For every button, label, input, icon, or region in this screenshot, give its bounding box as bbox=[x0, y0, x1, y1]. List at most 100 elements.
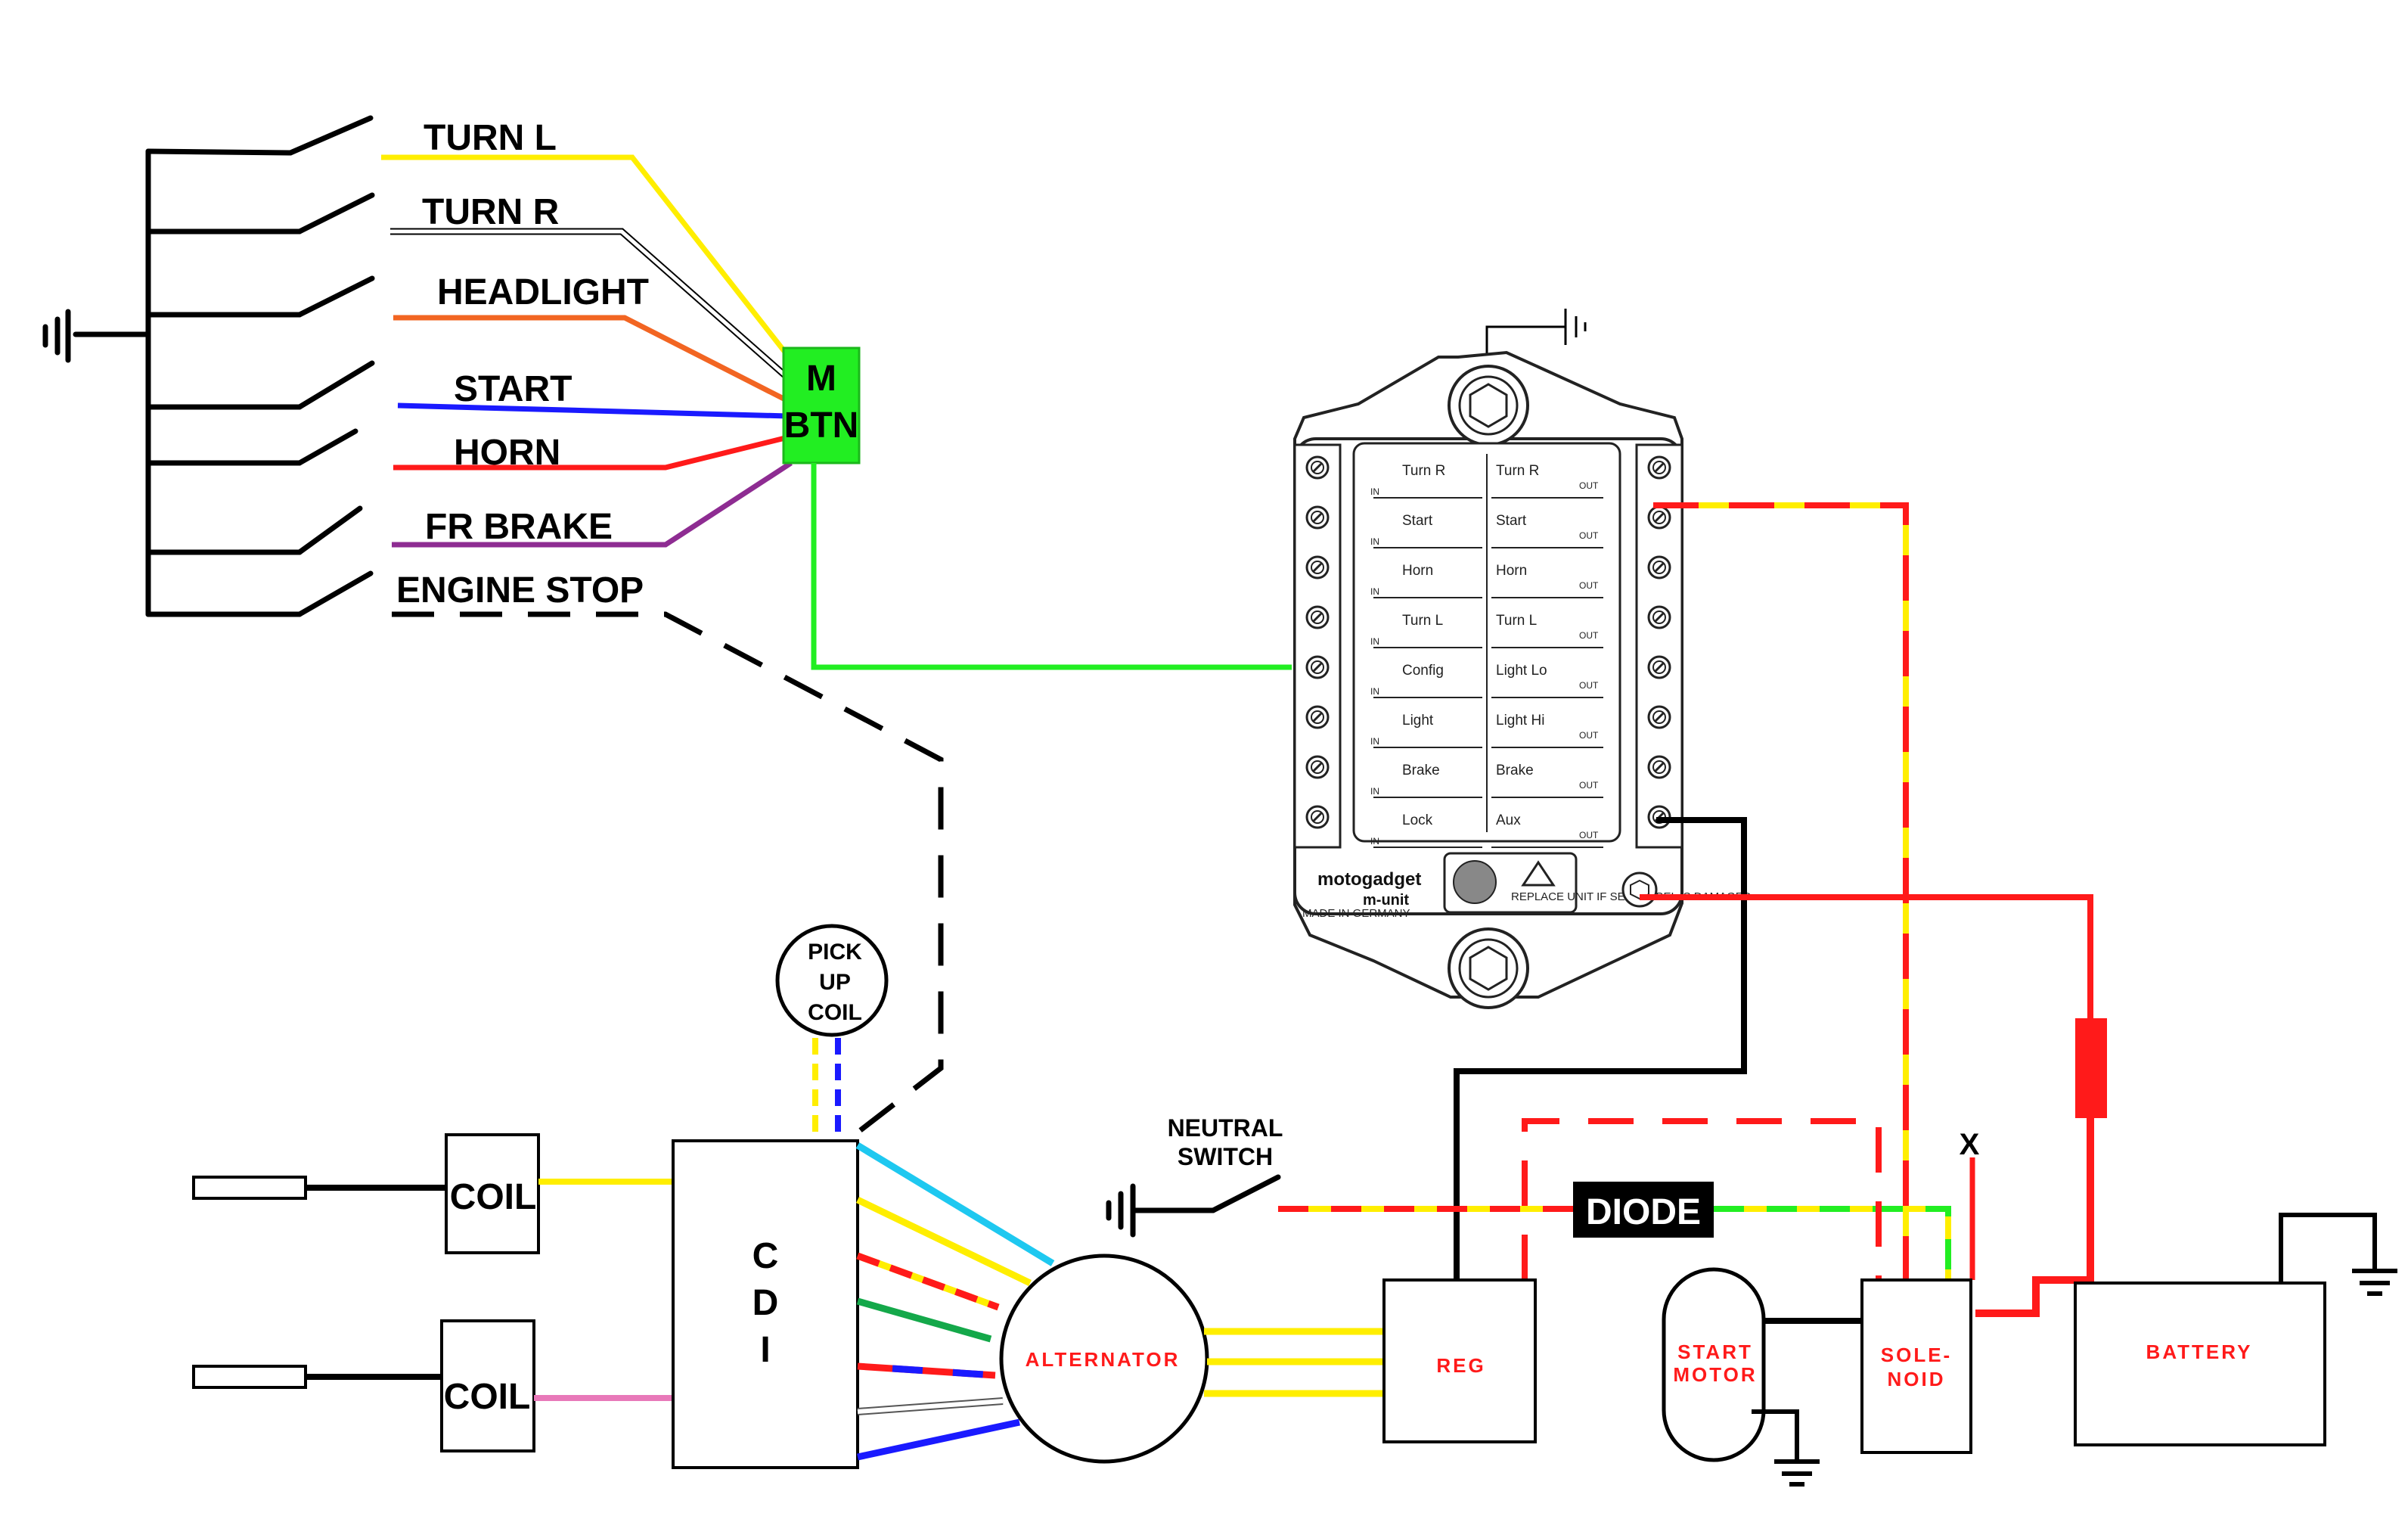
wire-diode-out-stripe bbox=[1714, 1206, 1951, 1280]
start-motor-label-2: MOTOR bbox=[1673, 1363, 1757, 1386]
label-headlight: HEADLIGHT bbox=[437, 272, 649, 312]
m-unit-out-label: Turn L bbox=[1496, 613, 1537, 629]
start-motor: START MOTOR bbox=[1662, 1267, 1766, 1462]
neutral-switch-label-2: SWITCH bbox=[1178, 1143, 1273, 1170]
wire-bypass-red-dashed bbox=[1522, 1118, 1882, 1280]
m-unit-out-label: Light Lo bbox=[1496, 663, 1547, 679]
start-motor-ground bbox=[1752, 1409, 1820, 1487]
m-unit-in-tag: IN bbox=[1370, 786, 1379, 797]
wire-cdi-red-dashed bbox=[856, 1252, 1000, 1311]
label-turn-r: TURN R bbox=[422, 192, 559, 232]
wire-cdi-blue-stripe bbox=[892, 1365, 996, 1379]
pickup-coil-label-3: COIL bbox=[808, 1000, 862, 1025]
m-unit-in-label: Horn bbox=[1402, 563, 1433, 579]
screw-slot-icon bbox=[1311, 511, 1323, 523]
m-unit-out-tag: OUT bbox=[1579, 680, 1599, 691]
wire-m-btn-green bbox=[811, 463, 1292, 670]
label-turn-l: TURN L bbox=[424, 118, 557, 158]
wire-engine-stop-dashed bbox=[392, 611, 944, 1137]
m-unit-made-in: MADE IN GERMANY bbox=[1302, 907, 1410, 920]
m-unit-in-tag: IN bbox=[1370, 536, 1379, 547]
m-unit-in-tag: IN bbox=[1370, 686, 1379, 697]
label-fr-brake: FR BRAKE bbox=[425, 507, 613, 547]
coil-bottom: COIL bbox=[440, 1319, 535, 1452]
neutral-switch: NEUTRAL SWITCH bbox=[1106, 1114, 1283, 1238]
m-unit-in-label: Config bbox=[1402, 663, 1444, 679]
wire-start-out-red-yellow-stripe bbox=[1653, 502, 1909, 1280]
coil-top: COIL bbox=[445, 1133, 540, 1254]
screw-slot-icon bbox=[1653, 561, 1665, 573]
alternator-reg-wires bbox=[1204, 1328, 1384, 1397]
cdi-alternator-wires bbox=[855, 1142, 1055, 1461]
m-unit-in-tag: IN bbox=[1370, 486, 1379, 497]
m-unit-out-tag: OUT bbox=[1579, 530, 1599, 541]
wire-cdi-yellow bbox=[856, 1196, 1032, 1287]
wire-start-blue bbox=[397, 402, 789, 419]
x-mark: X bbox=[1960, 1128, 1980, 1161]
diode-label: DIODE bbox=[1586, 1192, 1701, 1232]
m-button: M BTN bbox=[782, 346, 861, 464]
m-unit-out-tag: OUT bbox=[1579, 830, 1599, 840]
alternator: ALTERNATOR bbox=[999, 1254, 1209, 1464]
handlebar-switches bbox=[42, 115, 375, 617]
m-unit-in-label: Lock bbox=[1402, 812, 1433, 828]
wire-cdi-lightblue bbox=[855, 1142, 1055, 1266]
m-unit-in-label: Turn R bbox=[1402, 463, 1445, 479]
wire-cdi-darkgreen bbox=[856, 1297, 992, 1343]
m-unit bbox=[1293, 309, 1683, 1009]
m-unit-in-tag: IN bbox=[1370, 636, 1379, 647]
m-unit-screws bbox=[1305, 455, 1671, 829]
m-unit-out-tag: OUT bbox=[1579, 630, 1599, 641]
diode: DIODE bbox=[1573, 1182, 1714, 1238]
screw-slot-icon bbox=[1653, 761, 1665, 773]
m-unit-grille-icon bbox=[1453, 860, 1497, 904]
wire-horn-red bbox=[393, 434, 789, 471]
cdi-label-i: I bbox=[760, 1330, 770, 1370]
spark-plugs bbox=[192, 1176, 446, 1389]
wire-diode-out-base bbox=[1714, 1206, 1951, 1280]
m-unit-in-tag: IN bbox=[1370, 736, 1379, 747]
m-unit-in-label: Brake bbox=[1402, 763, 1440, 778]
m-unit-in-label: Start bbox=[1402, 513, 1433, 529]
coil-top-label: COIL bbox=[450, 1177, 537, 1217]
pickup-coil: PICK UP COIL bbox=[775, 924, 889, 1037]
m-unit-model: m-unit bbox=[1363, 892, 1409, 909]
m-unit-out-label: Aux bbox=[1496, 812, 1521, 828]
m-unit-brand-panel: motogadget m-unit MADE IN GERMANY REPLAC… bbox=[1302, 852, 1752, 920]
wire-turn-r-white-core bbox=[390, 229, 788, 378]
cdi-label-c: C bbox=[752, 1236, 779, 1276]
m-button-label-m: M bbox=[806, 359, 836, 399]
m-unit-out-label: Horn bbox=[1496, 563, 1527, 579]
screw-slot-icon bbox=[1311, 461, 1323, 474]
wire-aux-black bbox=[1454, 817, 1747, 1280]
screw-slot-icon bbox=[1311, 761, 1323, 773]
screw-slot-icon bbox=[1653, 711, 1665, 723]
m-unit-ground-wire bbox=[1485, 325, 1566, 363]
wire-cdi-blue bbox=[857, 1418, 1020, 1461]
screw-slot-icon bbox=[1653, 461, 1665, 474]
m-unit-out-tag: OUT bbox=[1579, 480, 1599, 491]
screw-slot-icon bbox=[1653, 611, 1665, 623]
switch-wires bbox=[381, 154, 944, 1137]
wire-fr-brake-purple bbox=[392, 461, 793, 548]
screw-slot-icon bbox=[1653, 661, 1665, 673]
solenoid: SOLE- NOID bbox=[1860, 1278, 1972, 1454]
wire-turn-l-yellow bbox=[381, 154, 789, 356]
wire-power-red bbox=[1640, 894, 2093, 1020]
label-start: START bbox=[454, 369, 572, 409]
battery-ground bbox=[2279, 1213, 2397, 1296]
screw-slot-icon bbox=[1311, 711, 1323, 723]
screw-slot-icon bbox=[1311, 661, 1323, 673]
wire-power-red-lower bbox=[1975, 1118, 2094, 1317]
wire-cdi-white bbox=[857, 1399, 1004, 1414]
m-unit-out-tag: OUT bbox=[1579, 730, 1599, 741]
pickup-coil-label-1: PICK bbox=[808, 940, 862, 965]
start-motor-label-1: START bbox=[1677, 1341, 1753, 1363]
screw-slot-icon bbox=[1311, 811, 1323, 823]
screw-slot-icon bbox=[1311, 561, 1323, 573]
screw-slot-icon bbox=[1311, 611, 1323, 623]
m-unit-in-tag: IN bbox=[1370, 836, 1379, 847]
ground-symbol-m-unit bbox=[1564, 309, 1587, 345]
screw-slot-icon bbox=[1653, 511, 1665, 523]
